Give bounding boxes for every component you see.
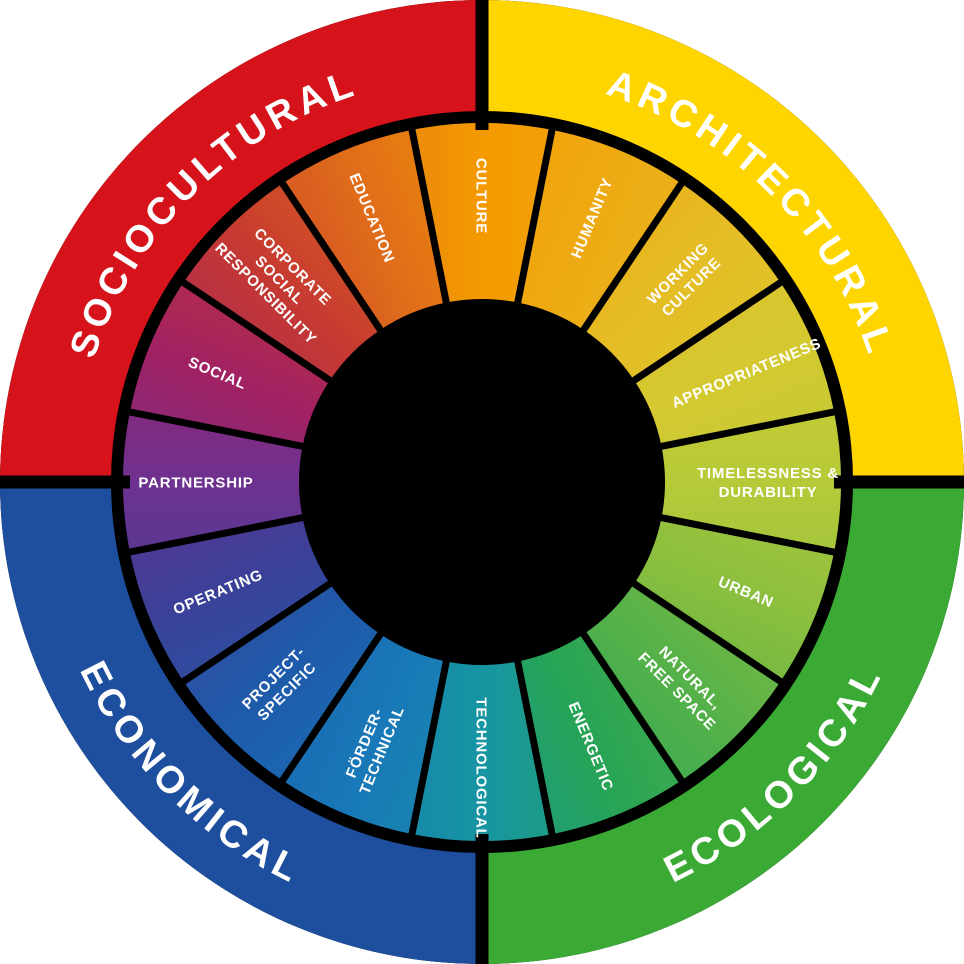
segment-appropriateness [634,282,835,447]
segment-project-specific [183,583,381,781]
segment-energetic [517,634,682,835]
segment-corporate-social-responsibility [183,183,381,381]
quadrant-economical [0,482,482,964]
segment-operating [129,517,330,682]
segment-urban [634,517,835,682]
segment-natural-free-space [583,583,781,781]
segment-divider [276,177,387,336]
segment-divider [628,577,787,688]
segment-divider [177,276,336,387]
segment-culture [411,123,553,303]
segment-label-timelessness-durability: TIMELESSNESS &DURABILITY [697,465,839,501]
segment-divider [577,628,688,787]
segment-label-culture: CULTURE [473,158,490,234]
segment-working-culture [583,183,781,381]
quadrant-ecological [482,482,964,964]
segment-divider [577,177,688,336]
segment-social [129,282,330,447]
segment-divider [124,513,309,557]
segment-divider [655,513,840,557]
segment-divider [276,628,387,787]
segment-divider [177,577,336,688]
segment-divider [628,276,787,387]
segment-divider [124,407,309,451]
segment-partnership [123,411,303,553]
segment-divider [655,407,840,451]
segment-humanity [517,129,682,330]
quadrant-architectural [482,0,964,482]
segment-divider [407,655,451,840]
segment-f-rder-technical [282,634,447,835]
segment-divider [513,124,557,309]
segment-technological [411,661,553,841]
segment-divider [513,655,557,840]
segment-education [282,129,447,330]
quadrant-sociocultural [0,0,482,482]
segment-timelessness-durability [661,411,841,553]
segment-label-partnership: PARTNERSHIP [138,475,253,492]
segment-label-technological: TECHNOLOGICAL [473,697,490,838]
segment-divider [407,124,451,309]
